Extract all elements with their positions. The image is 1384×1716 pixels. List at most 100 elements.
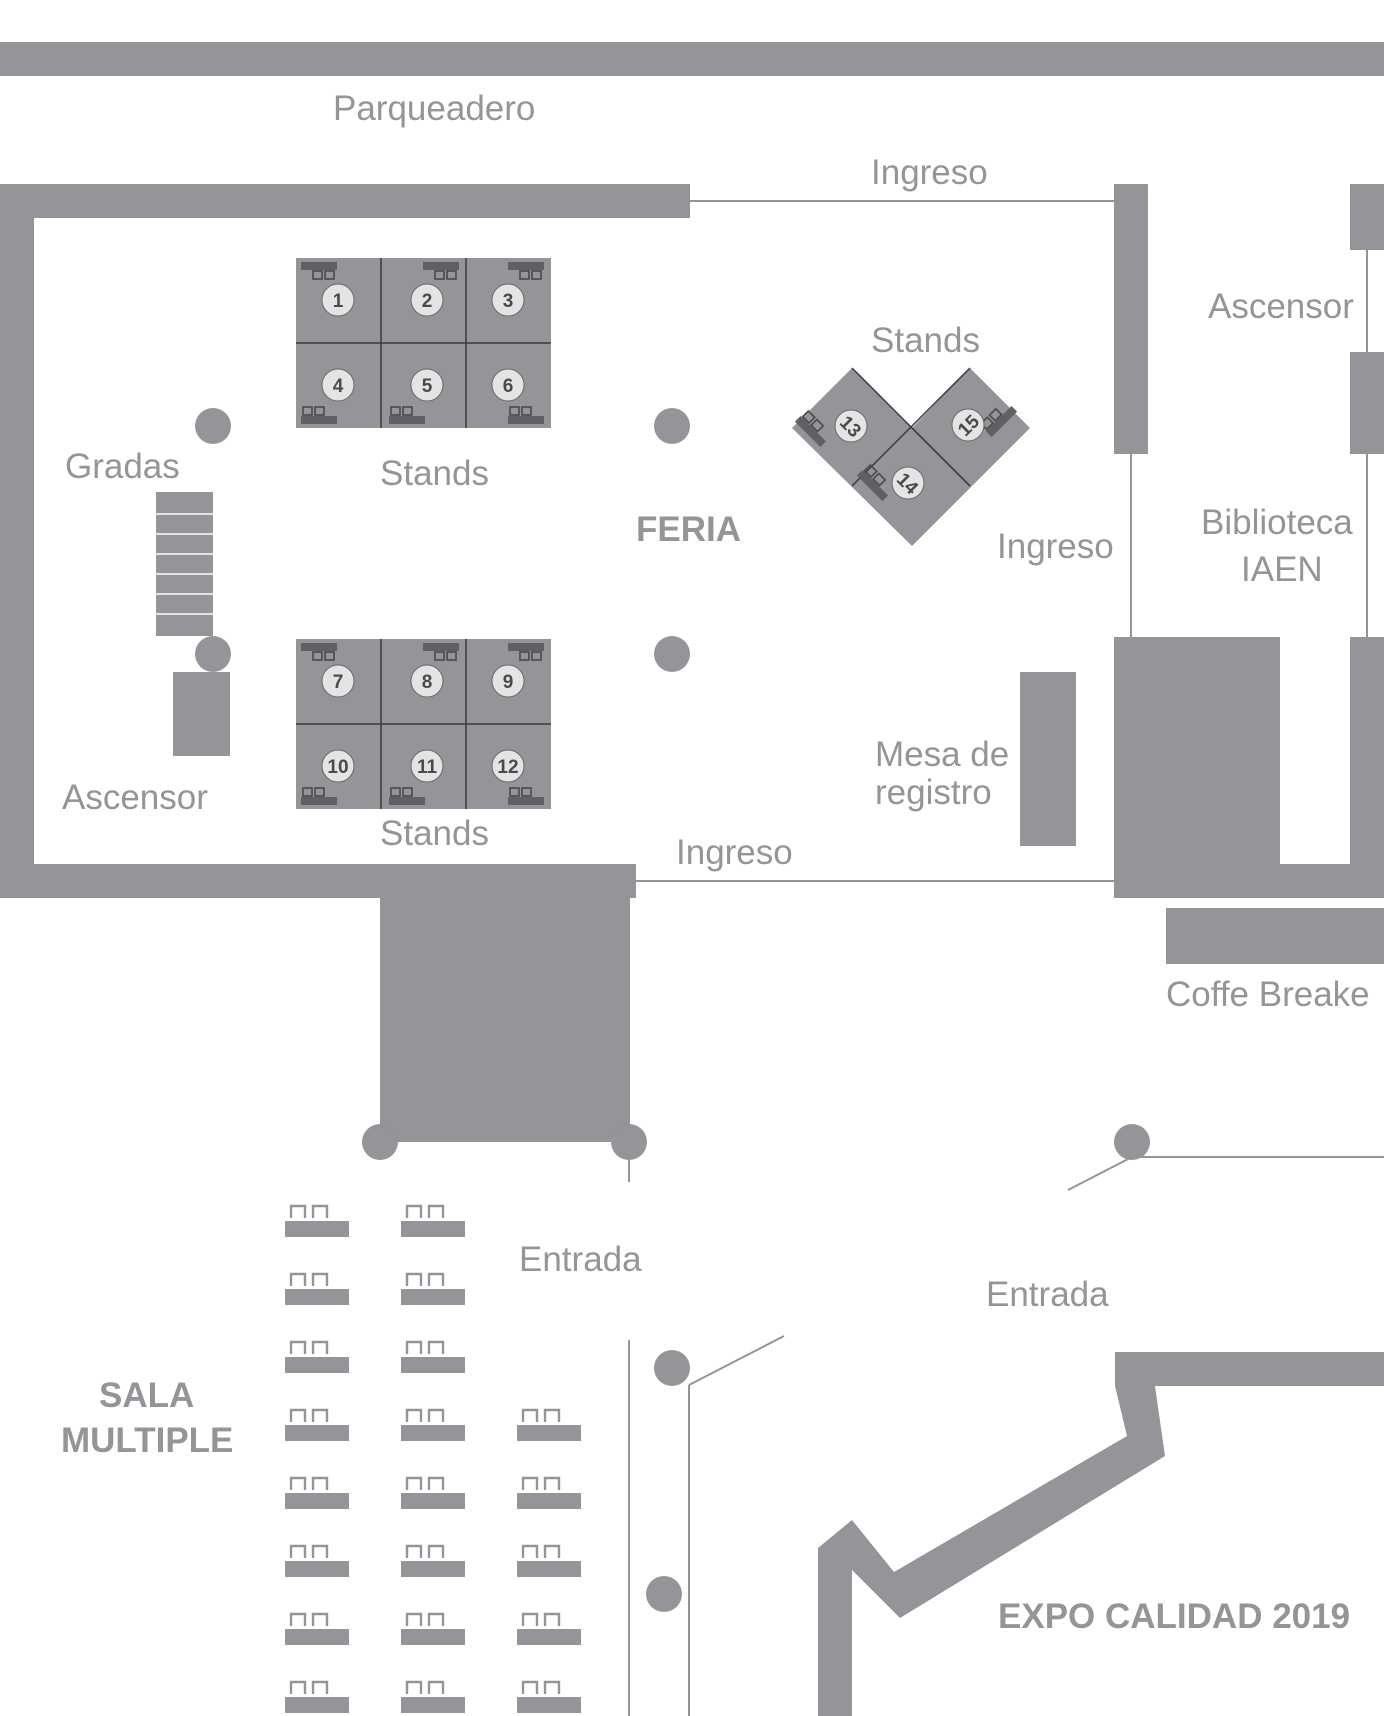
- biblioteca-label-1: Biblioteca: [1201, 503, 1353, 542]
- seat-desk-icon: [285, 1272, 349, 1305]
- ingreso-right-label: Ingreso: [997, 527, 1114, 566]
- expo-calidad-label: EXPO CALIDAD 2019: [998, 1597, 1350, 1636]
- stairs-icon: [156, 492, 213, 636]
- expo-wall: [818, 1352, 1384, 1716]
- seat-desk-icon: [517, 1408, 581, 1441]
- gradas-label: Gradas: [65, 447, 180, 486]
- stand-number: 2: [422, 291, 433, 312]
- mesa-registro-label-2: registro: [875, 773, 992, 812]
- biblioteca-label-2: IAEN: [1241, 550, 1323, 589]
- desk-chairs-icon: [389, 406, 425, 424]
- parqueadero-label: Parqueadero: [333, 89, 535, 128]
- desk-chairs-icon: [508, 787, 544, 805]
- stand-cell: 8: [410, 643, 459, 698]
- desk-chairs-icon: [423, 262, 459, 280]
- stand-cell: 4: [301, 368, 355, 424]
- stand-cell: 1: [301, 262, 355, 317]
- column-icon: [654, 408, 690, 444]
- parking-wall: [0, 42, 1384, 76]
- stand-cell: 11: [389, 749, 444, 805]
- stand-number: 4: [333, 376, 344, 397]
- stand-number-badge: 12: [491, 749, 525, 783]
- desk-chairs-icon: [301, 262, 337, 280]
- stand-number-badge: 9: [491, 664, 525, 698]
- seat-desk-icon: [401, 1680, 465, 1713]
- desk-chairs-icon: [856, 463, 889, 502]
- column-icon: [654, 636, 690, 672]
- column-icon: [195, 636, 231, 672]
- stand-number: 12: [497, 757, 518, 778]
- stands-bottom-label: Stands: [380, 814, 489, 853]
- seat-desk-icon: [401, 1476, 465, 1509]
- desk-chairs-icon: [301, 406, 337, 424]
- seat-desk-icon: [517, 1544, 581, 1577]
- entry-diag-left: [688, 1335, 785, 1386]
- stand-number-badge: 1: [321, 283, 355, 317]
- seat-desk-icon: [517, 1476, 581, 1509]
- coffee-counter: [1166, 908, 1384, 964]
- ingreso-top-label: Ingreso: [871, 153, 988, 192]
- stand-cell: 10: [301, 749, 355, 805]
- column-icon: [1114, 1124, 1150, 1160]
- column-icon: [654, 1350, 690, 1386]
- seat-desk-icon: [401, 1204, 465, 1237]
- partition-lines: [628, 200, 1384, 1716]
- stand-number-badge: 6: [491, 368, 525, 402]
- stands-top-label: Stands: [380, 454, 489, 493]
- hall-left-wall: [0, 184, 34, 898]
- stand-cell: 12: [491, 749, 544, 805]
- seat-desk-icon: [401, 1272, 465, 1305]
- stand-number-badge: 7: [321, 664, 355, 698]
- sala-multiple-label-1: SALA: [99, 1376, 194, 1415]
- seat-desk-icon: [285, 1408, 349, 1441]
- ascensor-left-label: Ascensor: [62, 778, 208, 817]
- stand-number-badge: 10: [321, 749, 355, 783]
- entry-diag-right: [1067, 1156, 1133, 1191]
- seat-desk-icon: [401, 1408, 465, 1441]
- seat-desk-icon: [285, 1680, 349, 1713]
- stand-cell: 3: [491, 262, 544, 317]
- stand-number: 9: [503, 672, 514, 693]
- stand-number-badge: 11: [410, 749, 444, 783]
- stand-number: 3: [503, 291, 514, 312]
- stand-cell: 2: [410, 262, 459, 317]
- column-icon: [611, 1124, 647, 1160]
- desk-chairs-icon: [389, 787, 425, 805]
- desk-chairs-icon: [794, 409, 827, 448]
- hall-right-pillar: [1114, 184, 1148, 454]
- entrada-left-label: Entrada: [519, 1240, 642, 1279]
- column-icon: [646, 1576, 682, 1612]
- sala-multiple-seating: [285, 1204, 581, 1713]
- ingreso-bottom-label: Ingreso: [676, 833, 793, 872]
- desk-chairs-icon: [508, 262, 544, 280]
- seat-desk-icon: [285, 1544, 349, 1577]
- seat-desk-icon: [401, 1544, 465, 1577]
- column-icon: [362, 1124, 398, 1160]
- stand-number-badge: 3: [491, 283, 525, 317]
- stand-number-badge: 5: [410, 368, 444, 402]
- library-wall-top: [1350, 184, 1384, 250]
- registration-desk: [1020, 672, 1076, 846]
- stand-number-badge: 8: [410, 664, 444, 698]
- columns: [195, 408, 1150, 1612]
- stand-cell: 6: [491, 368, 544, 424]
- stand-number: 7: [333, 672, 344, 693]
- desk-chairs-icon: [301, 643, 337, 661]
- ascensor-right-label: Ascensor: [1208, 287, 1354, 326]
- feria-label: FERIA: [636, 510, 741, 549]
- stand-number-badge: 15: [951, 408, 985, 442]
- column-icon: [195, 408, 231, 444]
- desk-chairs-icon: [301, 787, 337, 805]
- seat-desk-icon: [285, 1476, 349, 1509]
- corridor-block: [380, 890, 630, 1142]
- stand-number-badge: 13: [834, 409, 868, 443]
- sala-multiple-label-2: MULTIPLE: [61, 1421, 233, 1460]
- desk-chairs-icon: [508, 643, 544, 661]
- stand-number: 11: [417, 757, 438, 778]
- desk-chairs-icon: [508, 406, 544, 424]
- stand-number: 8: [422, 672, 433, 693]
- entrada-right-label: Entrada: [986, 1275, 1109, 1314]
- seat-desk-icon: [401, 1340, 465, 1373]
